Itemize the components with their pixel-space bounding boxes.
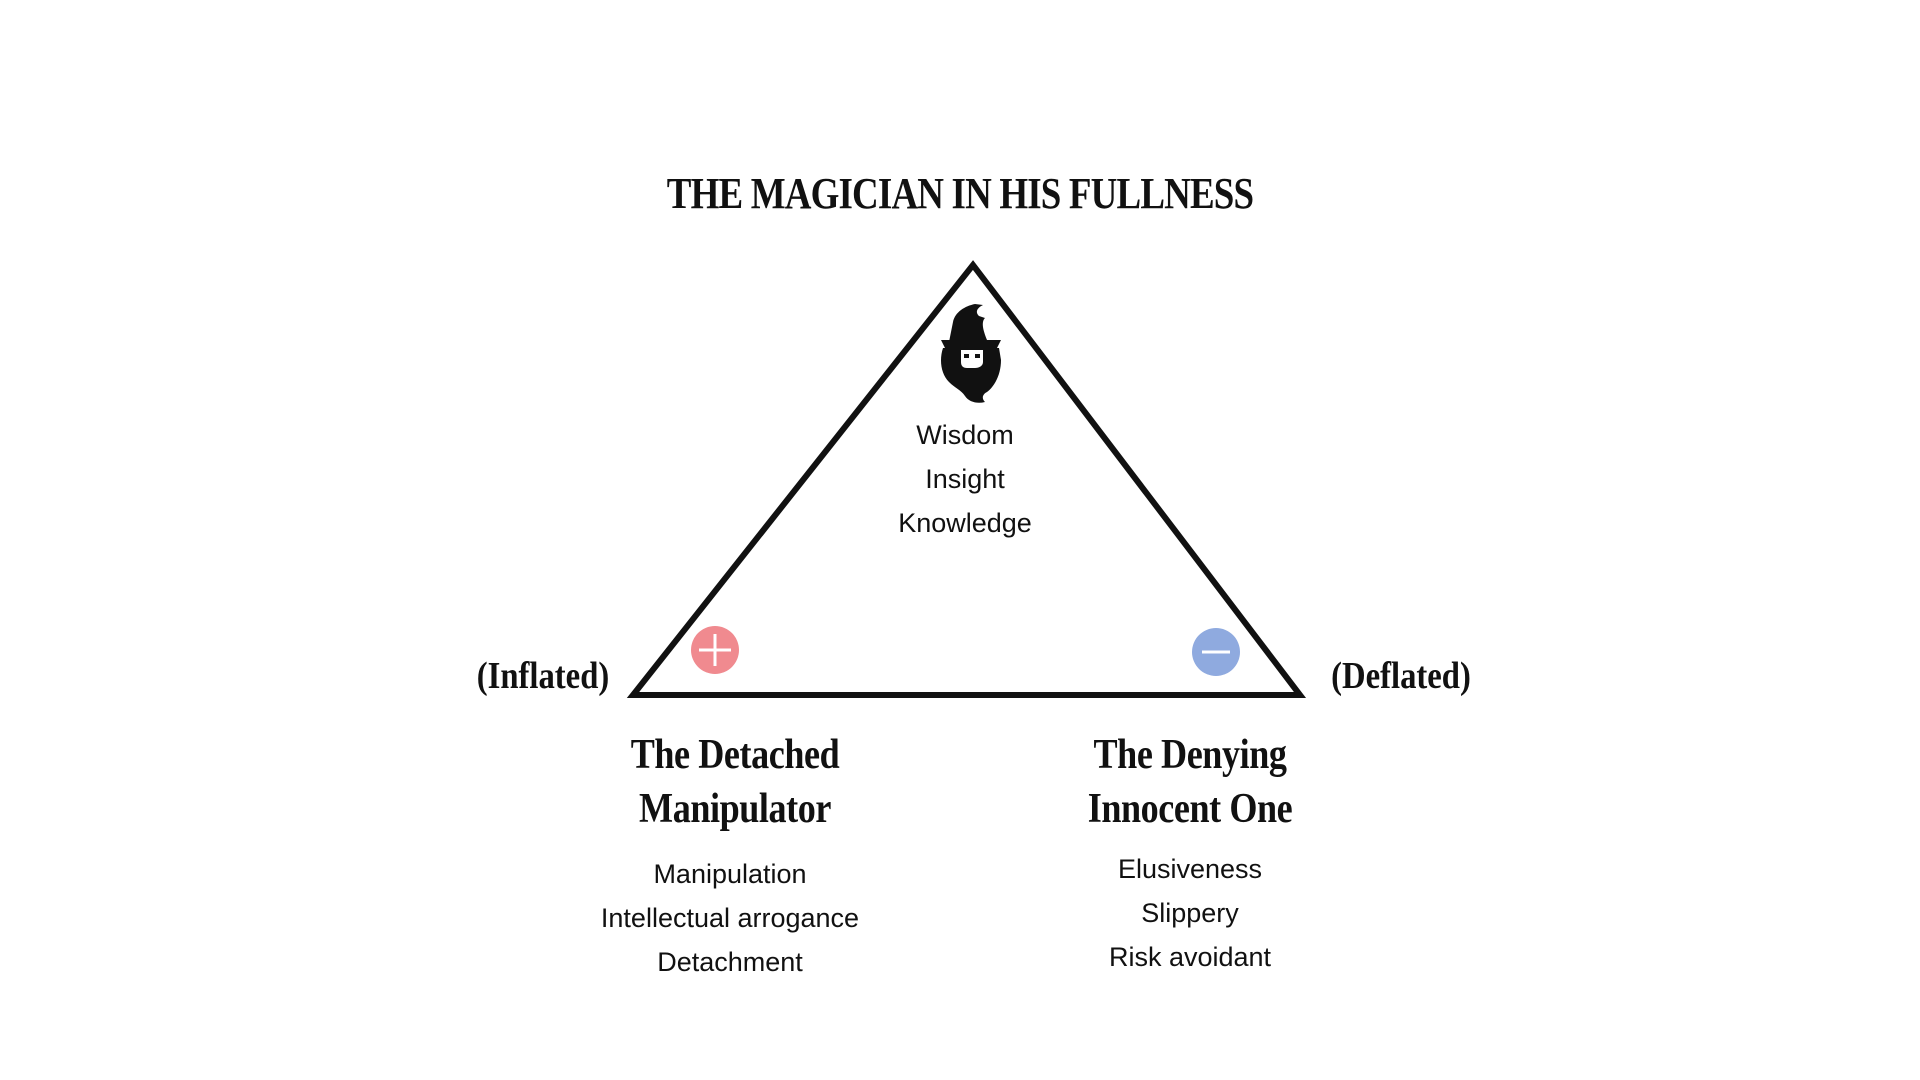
heading-line: Manipulator xyxy=(639,786,831,832)
heading-line: The Detached xyxy=(630,732,840,778)
deflated-label: (Deflated) xyxy=(1331,655,1471,697)
right-trait: Risk avoidant xyxy=(1108,942,1272,972)
right-trait: Elusiveness xyxy=(1117,854,1263,884)
minus-icon xyxy=(1192,628,1240,676)
detached-manipulator-heading: The Detached Manipulator xyxy=(610,728,859,836)
center-traits: Wisdom Insight Knowledge xyxy=(840,413,1090,545)
left-trait: Intellectual arrogance xyxy=(600,903,860,933)
left-trait: Detachment xyxy=(657,947,803,977)
right-trait: Slippery xyxy=(1141,898,1239,928)
triangle-outline xyxy=(626,260,1307,698)
left-traits: Manipulation Intellectual arrogance Deta… xyxy=(580,852,880,984)
denying-innocent-heading: The Denying Innocent One xyxy=(1061,728,1319,836)
center-trait: Insight xyxy=(925,464,1005,494)
right-traits: Elusiveness Slippery Risk avoidant xyxy=(1040,847,1340,979)
center-trait: Wisdom xyxy=(916,420,1014,450)
center-trait: Knowledge xyxy=(898,508,1032,538)
wizard-icon xyxy=(941,304,1001,403)
heading-line: The Denying xyxy=(1093,732,1287,778)
plus-icon xyxy=(691,626,739,674)
heading-line: Innocent One xyxy=(1087,786,1293,832)
left-trait: Manipulation xyxy=(653,859,807,889)
diagram-title: THE MAGICIAN IN HIS FULLNESS xyxy=(666,169,1254,218)
inflated-label: (Inflated) xyxy=(476,655,610,697)
